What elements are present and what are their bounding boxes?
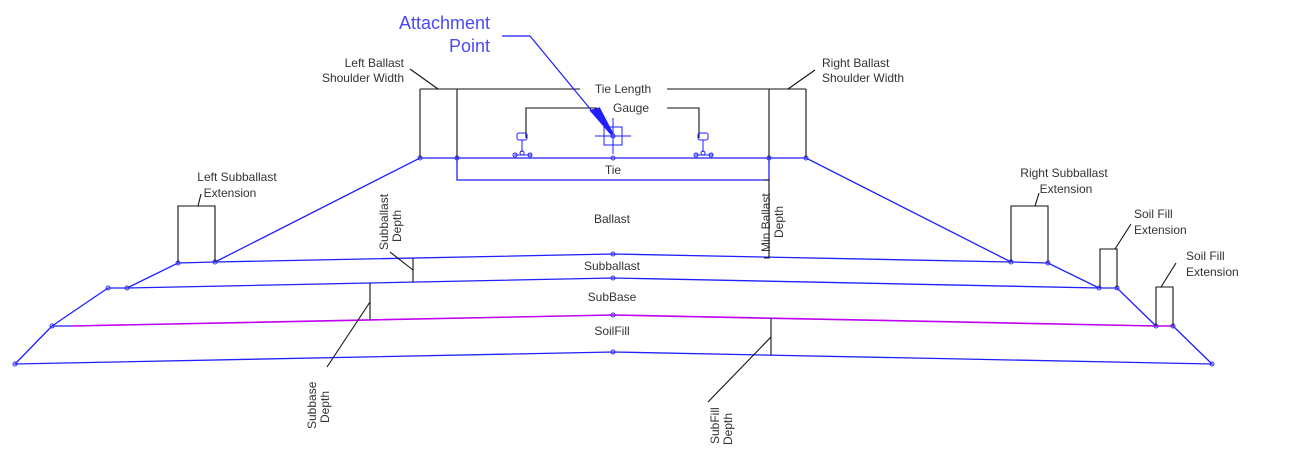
subballast-depth-label: SubballastDepth: [377, 193, 404, 250]
left-subballast-ext-leader: [197, 193, 202, 207]
layer-label-subbase: SubBase: [588, 290, 637, 304]
attachment-point-crosshair-icon: [595, 118, 631, 154]
tie-outline: [456, 158, 770, 181]
right-rail-icon: [693, 132, 714, 158]
tie-length-label: Tie Length: [595, 82, 651, 96]
right-subballast-ext-dimension: [1010, 205, 1049, 263]
soilfill-top: [71, 314, 1173, 327]
layer-label-soilfill: SoilFill: [594, 324, 629, 338]
tie-length-dimension: Tie Length: [419, 82, 807, 158]
soil-fill-ext-2-dimension: [1155, 286, 1174, 326]
right-shoulder-leader: [787, 69, 816, 90]
tie-label: Tie: [605, 163, 622, 177]
right-subballast-ext-leader: [1034, 192, 1040, 207]
soil-fill-ext-2-leader: [1160, 262, 1177, 288]
left-subballast-ext-dimension: [177, 205, 216, 263]
subbase-depth-label: SubbaseDepth: [305, 381, 332, 429]
soilfill-bottom: [13, 325, 1214, 365]
attachment-leader: [502, 35, 597, 117]
left-rail-icon: [512, 132, 533, 158]
subballast-depth-leader: [389, 251, 414, 271]
attachment-arrowhead-icon: [589, 107, 614, 135]
left-shoulder-leader: [409, 68, 439, 90]
layer-label-ballast: Ballast: [594, 212, 631, 226]
subfill-depth-label: SubFillDepth: [708, 407, 735, 445]
gauge-label: Gauge: [613, 101, 649, 115]
subbase-depth-leader: [326, 301, 371, 368]
soil-fill-ext-1-leader: [1114, 223, 1132, 250]
soil-fill-ext-1-dimension: [1099, 248, 1118, 288]
subfill-depth-leader: [707, 336, 772, 403]
min-ballast-depth-label: Min BallastDepth: [759, 193, 786, 252]
layer-label-subballast: Subballast: [584, 259, 641, 273]
gauge-dimension: Gauge: [525, 101, 700, 138]
min-ballast-depth-dimension: [764, 179, 770, 259]
ballast-outline: [214, 157, 1012, 263]
